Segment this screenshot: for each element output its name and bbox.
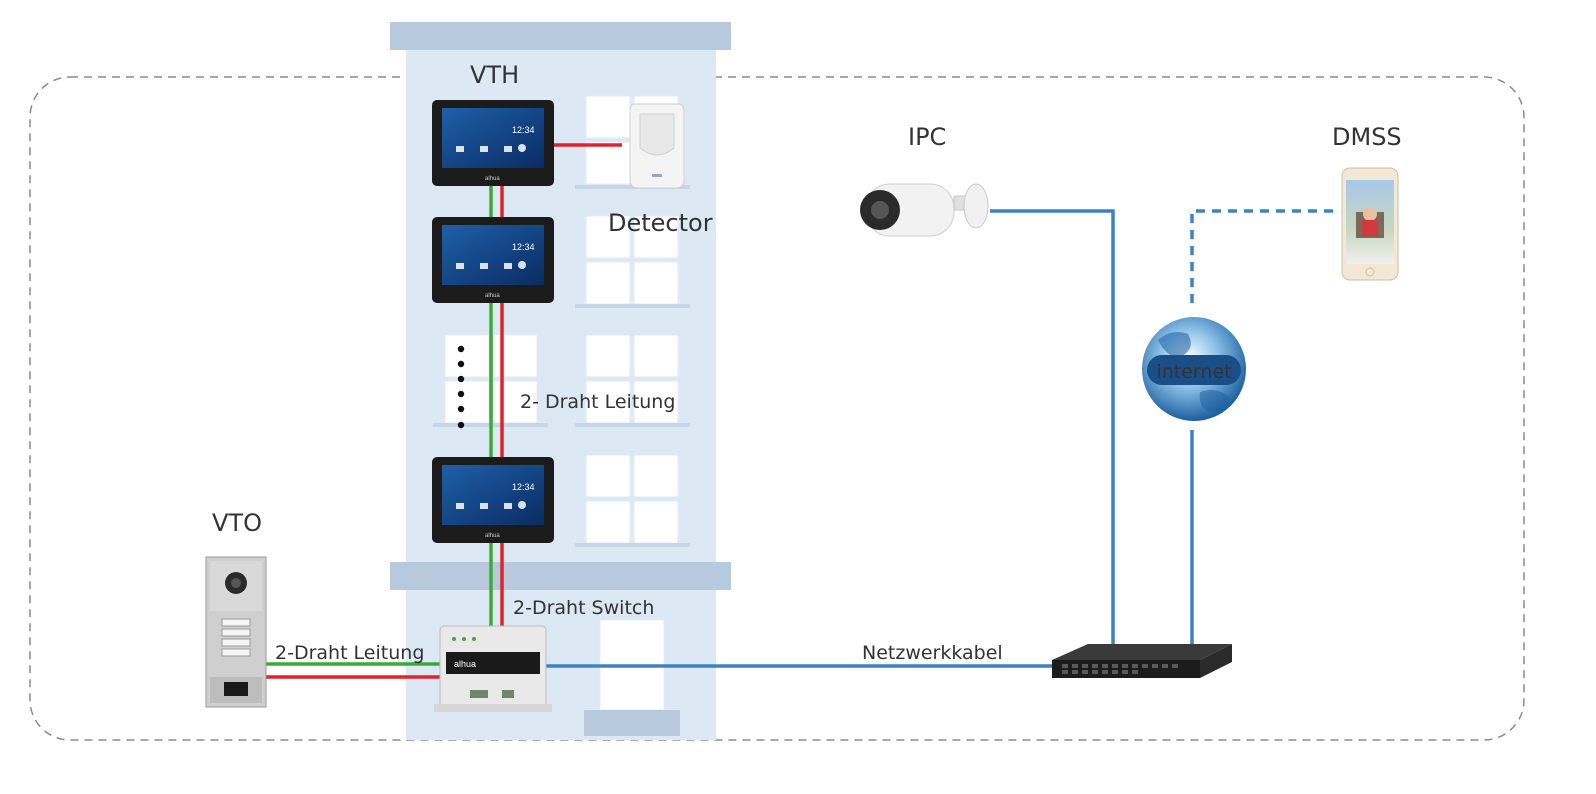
detector-label: Detector <box>608 209 713 237</box>
vth-brand-2: alhua <box>485 293 500 299</box>
vth-time-2: 12:34 <box>512 242 535 252</box>
more-units-dots <box>457 345 465 429</box>
two-wire-switch-device: alhua <box>434 625 552 712</box>
vth-monitor-1: 12:34 alhua <box>432 100 554 186</box>
dmss-wireless-link <box>1190 209 1335 303</box>
vth-brand-3: alhua <box>485 533 500 539</box>
vth-time-1: 12:34 <box>512 125 535 135</box>
network-cables <box>545 209 1335 668</box>
vto-two-wire <box>266 662 440 679</box>
ipc-label: IPC <box>908 123 946 151</box>
vto-label: VTO <box>212 509 262 537</box>
pir-detector-icon <box>629 103 685 189</box>
vth-time-3: 12:34 <box>512 482 535 492</box>
building-roof-ledge <box>390 22 731 50</box>
vto-outdoor-station <box>205 556 267 708</box>
dmss-label: DMSS <box>1332 123 1402 151</box>
ipc-cable <box>990 209 1115 645</box>
internet-label: internet <box>1156 361 1231 383</box>
vth-monitor-3: 12:34 alhua <box>432 457 554 543</box>
building-floor-ledge <box>390 562 731 590</box>
two-wire-line-vertical-label: 2- Draht Leitung <box>520 391 675 413</box>
vth-monitor-2: 12:34 alhua <box>432 217 554 303</box>
system-boundary <box>29 76 1525 741</box>
dmss-phone-icon <box>1341 167 1399 281</box>
vth-label: VTH <box>470 61 519 89</box>
ipc-camera-icon <box>860 183 989 237</box>
poe-network-switch <box>1052 644 1232 678</box>
vth-brand-1: alhua <box>485 176 500 182</box>
network-cable-label: Netzwerkkabel <box>862 642 1003 664</box>
two-wire-switch-label: 2-Draht Switch <box>513 597 654 619</box>
two-wire-line-horizontal-label: 2-Draht Leitung <box>275 642 424 664</box>
switch-brand: alhua <box>454 659 476 669</box>
internet-globe-icon: internet <box>1142 317 1246 421</box>
